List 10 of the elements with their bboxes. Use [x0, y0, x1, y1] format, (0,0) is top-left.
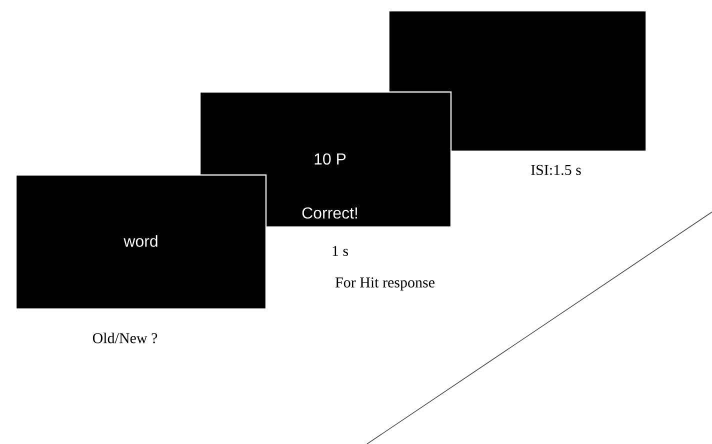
- timing-caption: For Hit response: [335, 277, 434, 291]
- screen-box: [389, 11, 646, 151]
- screen-box: [199, 91, 452, 228]
- timing-caption: 1 s: [332, 246, 348, 256]
- screen-text: word: [124, 235, 158, 247]
- screen-box: [15, 174, 267, 310]
- timing-caption: Old/New ?: [92, 332, 158, 344]
- screen-text: Correct!: [302, 207, 357, 219]
- screen-text: 10 P: [314, 153, 346, 165]
- timing-caption: ISI:1.5 s: [531, 164, 581, 176]
